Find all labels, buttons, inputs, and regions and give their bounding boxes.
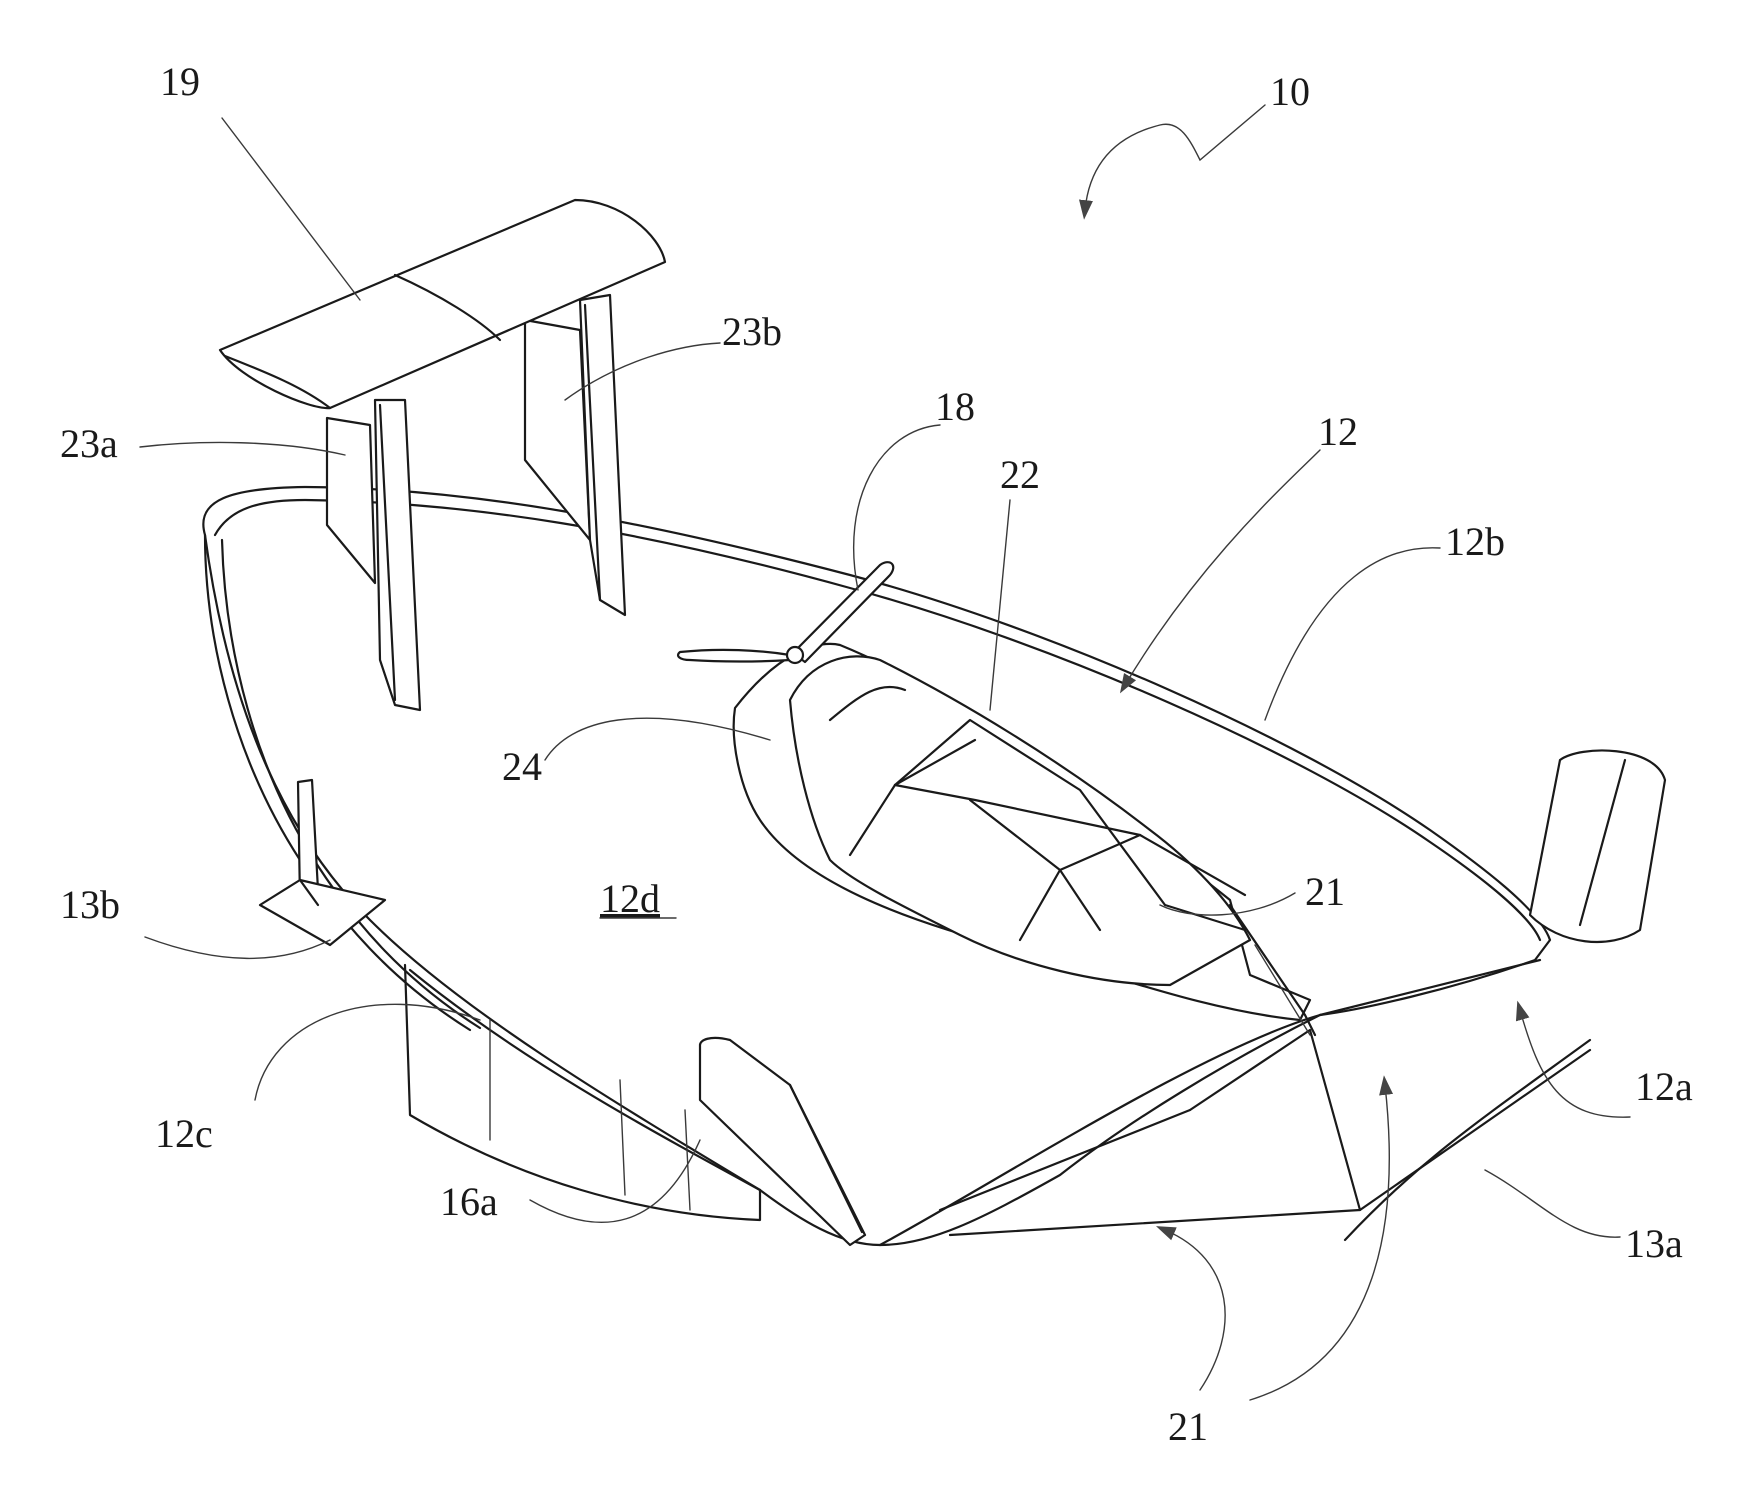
label-12b: 12b [1445,519,1505,564]
label-13b: 13b [60,882,120,927]
label-23a: 23a [60,421,118,466]
right-fin [1530,750,1665,942]
label-16a: 16a [440,1179,498,1224]
label-12: 12 [1318,409,1358,454]
label-23b: 23b [722,309,782,354]
label-12c: 12c [155,1111,213,1156]
label-12a: 12a [1635,1064,1693,1109]
label-21-lower: 21 [1168,1404,1208,1449]
label-13a: 13a [1625,1221,1683,1266]
label-22: 22 [1000,452,1040,497]
label-19: 19 [160,59,200,104]
label-21-upper: 21 [1305,869,1345,914]
label-24: 24 [502,744,542,789]
label-12d: 12d [600,876,660,921]
label-10: 10 [1270,69,1310,114]
label-18: 18 [935,384,975,429]
